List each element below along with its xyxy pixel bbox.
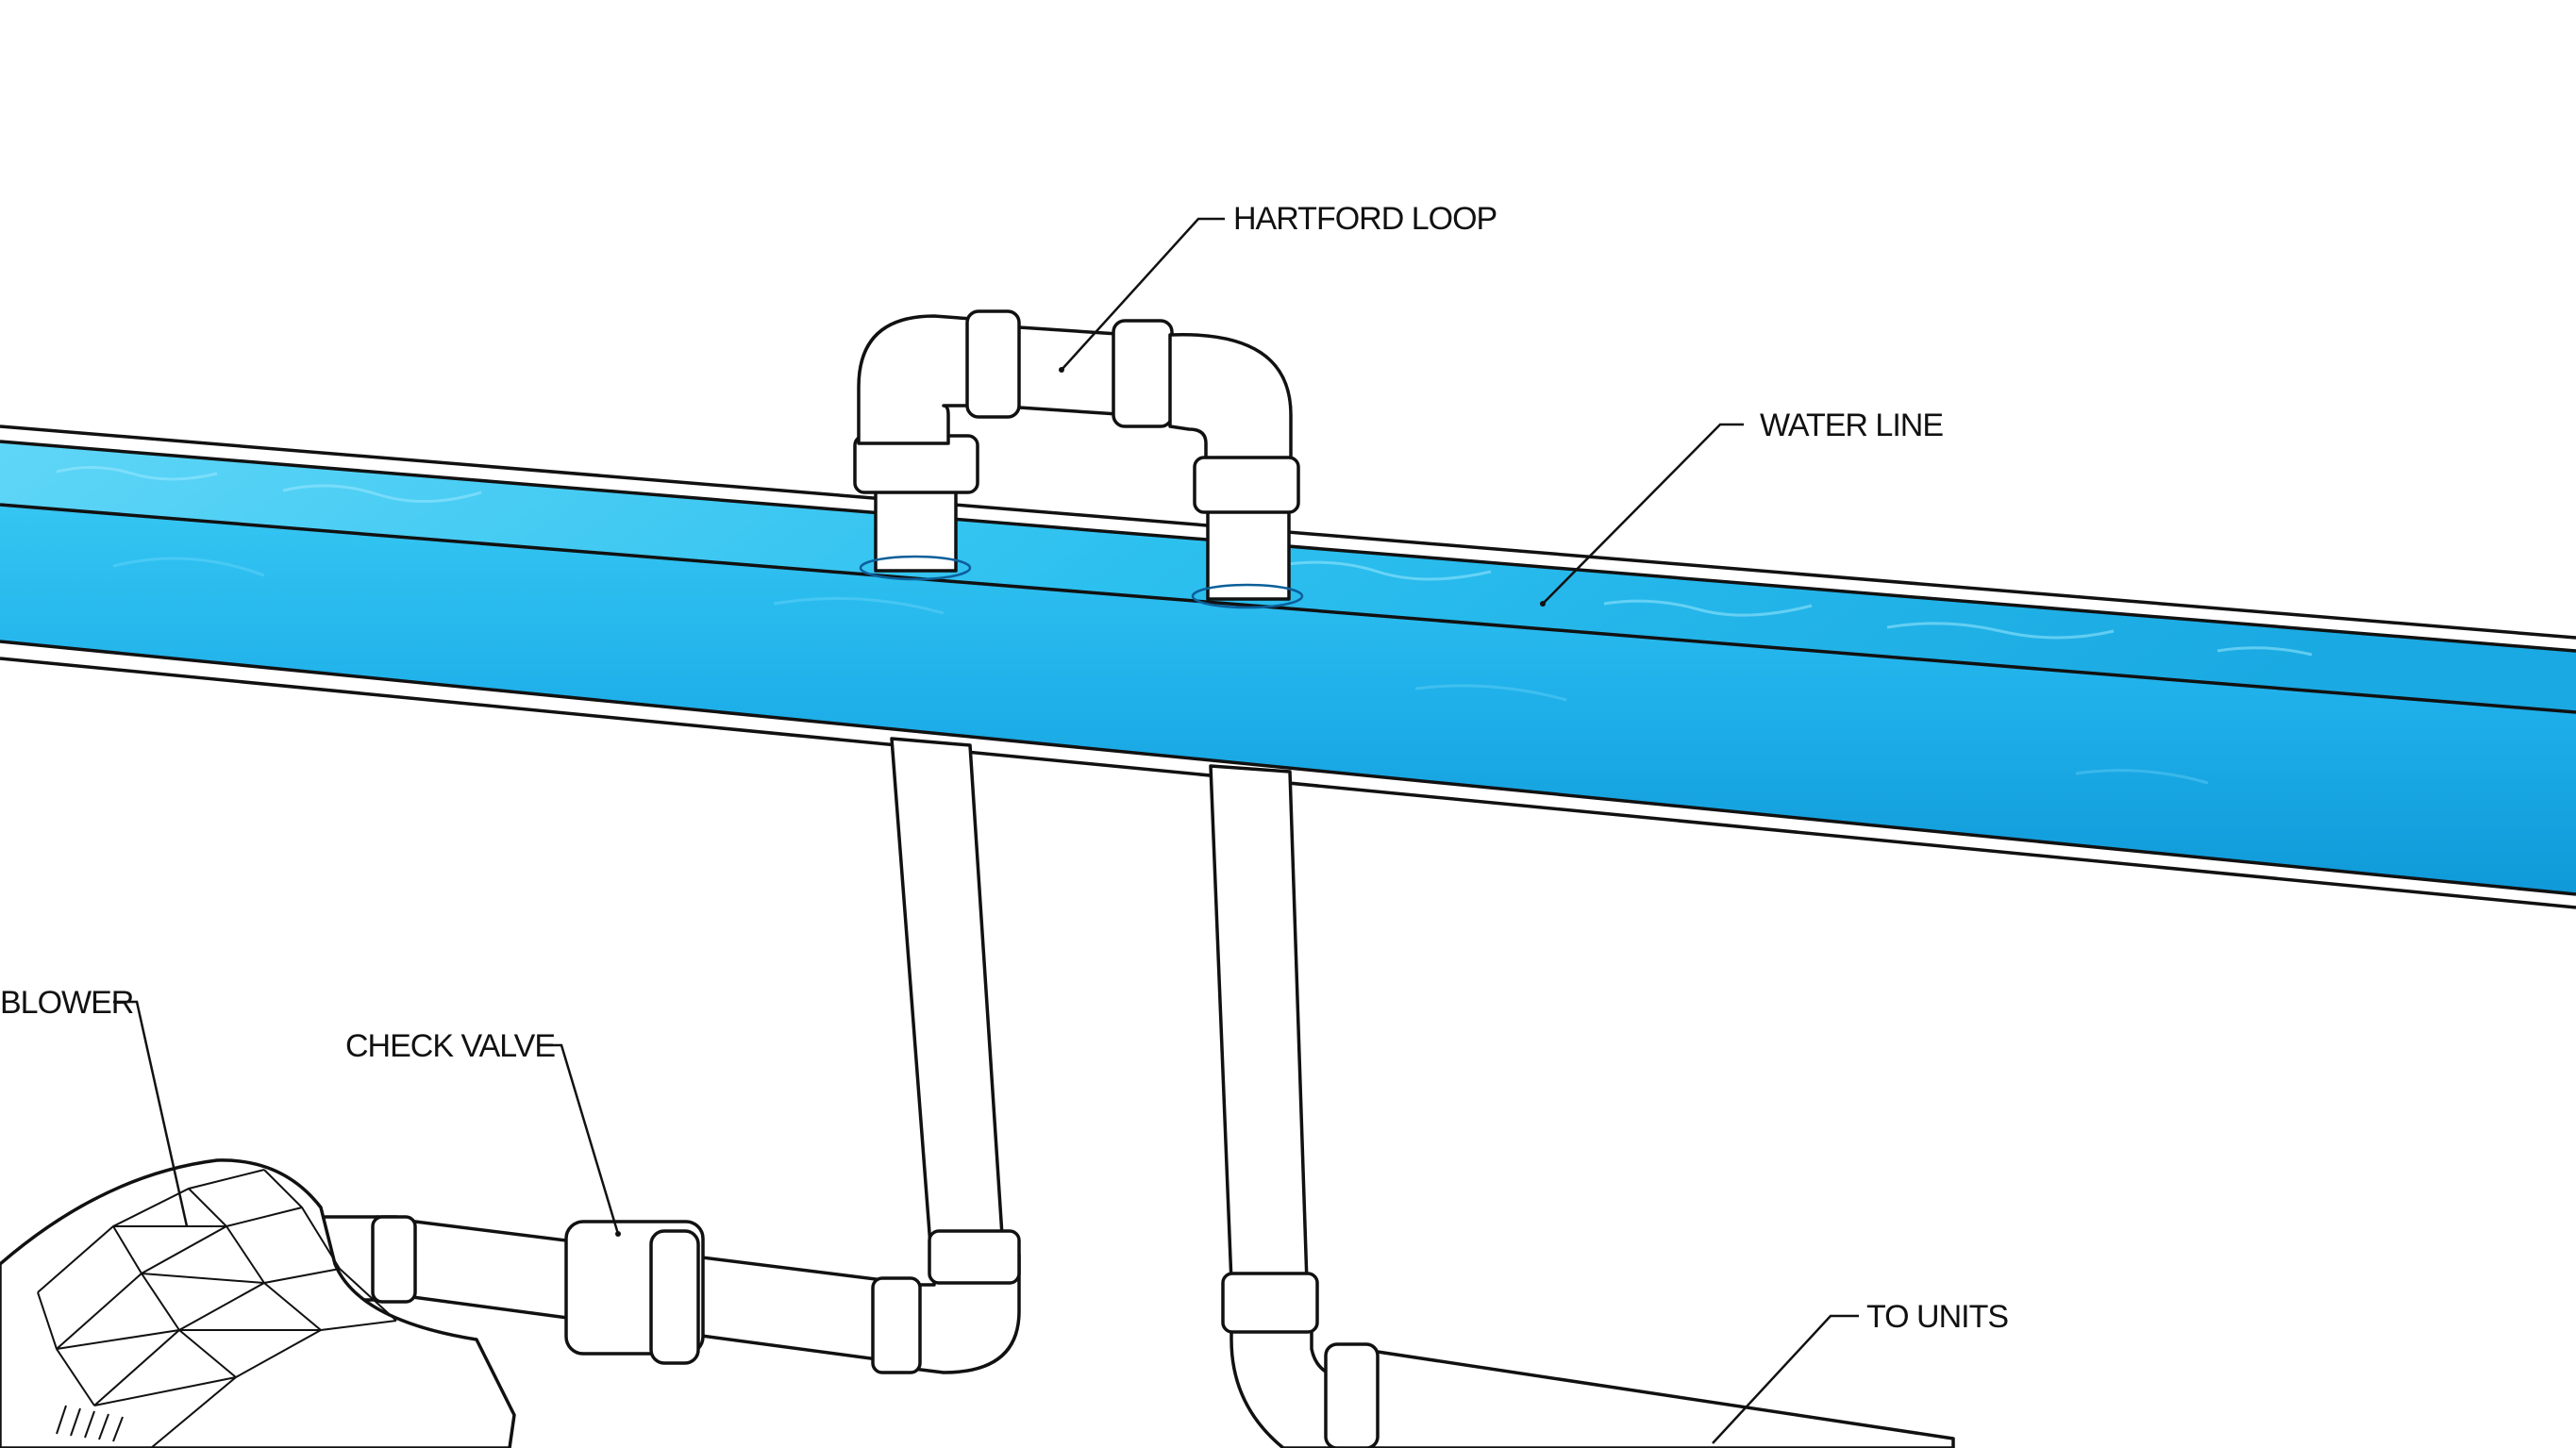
water-line-label: WATER LINE bbox=[1760, 408, 1944, 443]
leader-lines bbox=[113, 217, 1859, 1444]
to-units-label: TO UNITS bbox=[1866, 1299, 2009, 1335]
blower-label: BLOWER bbox=[0, 985, 134, 1021]
blower-mesh-lines bbox=[37, 1169, 397, 1448]
blower-outlet-coupling bbox=[371, 1215, 417, 1304]
water-front-face bbox=[0, 505, 2576, 894]
blower-housing bbox=[0, 1158, 516, 1448]
left-entry-ring bbox=[859, 555, 972, 581]
to-units-horizontal-pipe bbox=[1357, 1347, 1955, 1448]
channel-bottom-edge bbox=[0, 640, 2576, 896]
water-line-leader bbox=[1542, 423, 1744, 605]
left-riser-pipe bbox=[890, 737, 1005, 1252]
to-units-pipe-run bbox=[1221, 1272, 1955, 1448]
to-units-coupling bbox=[1324, 1342, 1380, 1448]
hartford-loop-leader-dot bbox=[1059, 367, 1064, 373]
supply-side-coupling bbox=[871, 1276, 922, 1374]
water-ripples bbox=[56, 466, 2313, 785]
loop-top-right-coupling bbox=[1112, 319, 1174, 428]
hartford-loop-leader bbox=[1061, 217, 1225, 371]
channel-surface-edge bbox=[0, 503, 2576, 714]
loop-top-left-coupling bbox=[965, 309, 1021, 419]
check-valve-leader bbox=[538, 1043, 620, 1235]
supply-elbow-coupling bbox=[928, 1229, 1021, 1285]
blower-unit bbox=[0, 1158, 516, 1448]
loop-right-elbow bbox=[1168, 333, 1293, 474]
riser-pipes bbox=[890, 737, 1309, 1285]
blower-leader bbox=[113, 1000, 189, 1227]
right-entry-ring bbox=[1191, 583, 1304, 609]
blower-vent-grille bbox=[56, 1405, 124, 1442]
loop-right-coupling bbox=[1193, 456, 1300, 514]
to-units-elbow-coupling bbox=[1221, 1272, 1319, 1334]
right-riser-pipe bbox=[1209, 764, 1309, 1285]
check-valve-end-cap bbox=[649, 1229, 700, 1365]
supply-pipe-run bbox=[303, 1215, 1021, 1374]
check-valve-label: CHECK VALVE bbox=[345, 1028, 556, 1064]
water-line-leader-dot bbox=[1540, 601, 1546, 607]
to-units-leader bbox=[1712, 1314, 1859, 1444]
hartford-loop-label: HARTFORD LOOP bbox=[1233, 201, 1497, 237]
hartford-loop bbox=[853, 309, 1304, 609]
loop-left-elbow bbox=[857, 314, 974, 445]
